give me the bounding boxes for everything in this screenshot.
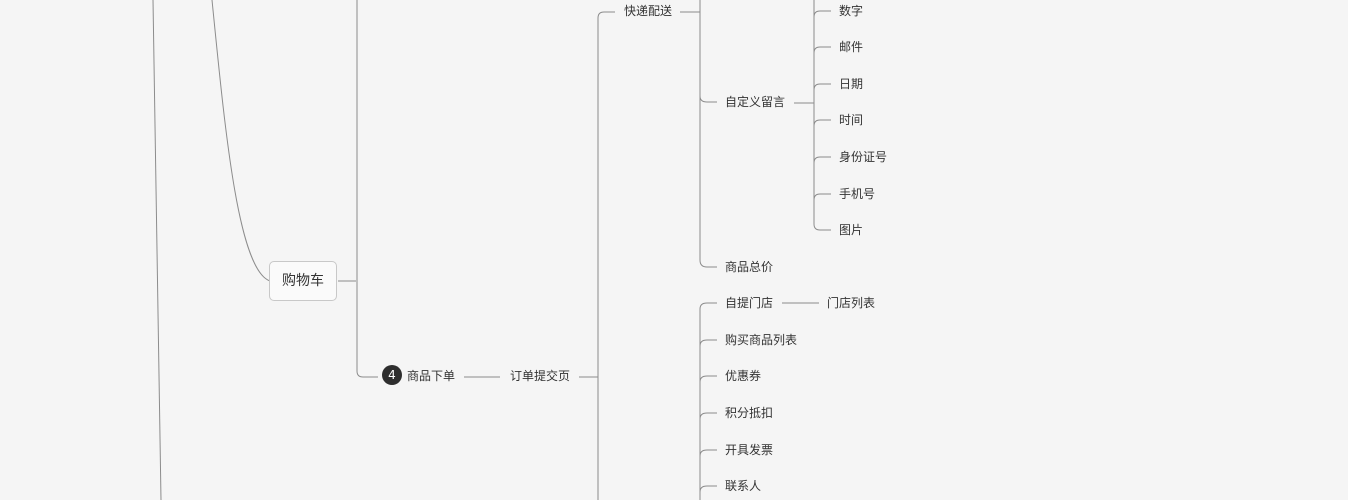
node-place-order[interactable]: 商品下单 [407,369,456,383]
tick-phone [813,193,831,201]
node-date[interactable]: 日期 [839,77,864,91]
node-phone[interactable]: 手机号 [839,187,876,201]
express-vertical-line [699,0,717,268]
node-mail[interactable]: 邮件 [839,40,864,54]
node-invoice[interactable]: 开具发票 [725,443,774,457]
tick-id [813,156,831,164]
tick-time [813,119,831,127]
tick-invoice [699,449,717,457]
node-order-submit[interactable]: 订单提交页 [510,369,571,383]
node-coupon[interactable]: 优惠券 [725,369,762,383]
lower-vertical-line [699,302,717,500]
priority-badge: 4 [382,365,402,385]
tick-mail [813,46,831,54]
tick-contact [699,485,717,493]
tick-coupon [699,375,717,383]
node-custom-msg[interactable]: 自定义留言 [725,95,786,109]
node-goods-list[interactable]: 购买商品列表 [725,333,798,347]
node-time[interactable]: 时间 [839,113,864,127]
cart-incoming-curve [211,0,271,282]
tick-date [813,83,831,91]
node-digits[interactable]: 数字 [839,4,864,18]
node-store-list[interactable]: 门店列表 [827,296,876,310]
node-cart[interactable]: 购物车 [269,261,337,301]
node-total-price[interactable]: 商品总价 [725,260,774,274]
tick-points [699,412,717,420]
custom-msg-tick [699,95,717,103]
node-id-number[interactable]: 身份证号 [839,150,888,164]
tick-digits [813,10,831,18]
cart-vertical-line [356,0,378,378]
tick-goods-list [699,339,717,347]
left-trunk-line [152,0,162,500]
node-pickup[interactable]: 自提门店 [725,296,774,310]
submit-vertical-line [597,11,615,500]
node-express[interactable]: 快递配送 [624,4,673,18]
node-contact[interactable]: 联系人 [725,479,762,493]
node-image[interactable]: 图片 [839,223,864,237]
custom-msg-vertical-line [813,0,831,231]
node-points[interactable]: 积分抵扣 [725,406,774,420]
